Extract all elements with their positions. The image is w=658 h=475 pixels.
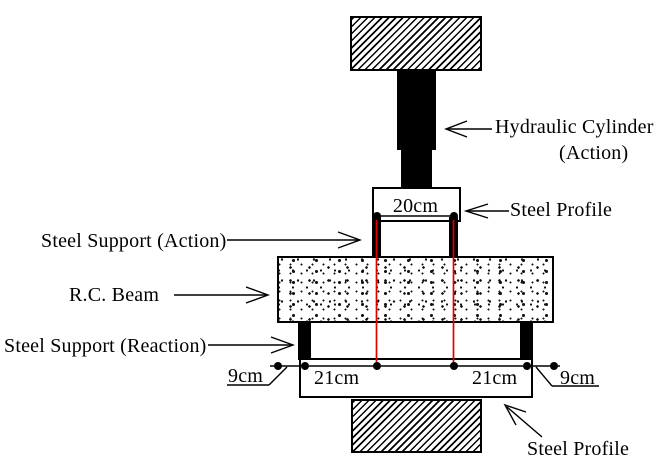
dimension-9cm-left: 9cm <box>228 365 264 387</box>
dimension-leader-9cm-right <box>535 366 599 387</box>
dimension-20cm: 20cm <box>392 195 439 217</box>
arrow-steel-profile-top <box>463 203 509 219</box>
load-alignment-lines <box>375 216 455 366</box>
label-steel-profile-bottom: Steel Profile <box>527 438 630 460</box>
label-steel-support-action: Steel Support (Action) <box>41 230 227 252</box>
label-steel-profile-top: Steel Profile <box>510 199 613 221</box>
arrow-steel-profile-bottom <box>503 403 543 438</box>
arrow-rc-beam <box>174 286 271 304</box>
label-rc-beam: R.C. Beam <box>69 284 160 306</box>
steel-profile-bottom-box <box>299 358 533 398</box>
steel-support-reaction-left <box>298 322 311 360</box>
dimension-21cm-right: 21cm <box>472 367 518 389</box>
reaction-frame-block-bottom <box>351 399 482 453</box>
label-steel-support-reaction: Steel Support (Reaction) <box>4 335 207 357</box>
dimension-dots <box>274 212 558 370</box>
steel-support-reaction-right <box>520 322 533 360</box>
arrow-hydraulic-cylinder <box>444 120 492 138</box>
dimension-9cm-right: 9cm <box>560 367 596 389</box>
arrow-steel-support-reaction <box>208 336 296 354</box>
arrow-steel-support-action <box>227 231 363 249</box>
label-hydraulic-cylinder-sub: (Action) <box>559 142 629 164</box>
rc-beam-box <box>277 256 554 323</box>
hydraulic-cylinder-piston <box>401 150 432 188</box>
dimension-21cm-left: 21cm <box>314 367 360 389</box>
dimension-leader-9cm-left <box>227 366 288 386</box>
label-hydraulic-cylinder: Hydraulic Cylinder <box>495 116 654 138</box>
hydraulic-cylinder-body <box>397 70 436 150</box>
